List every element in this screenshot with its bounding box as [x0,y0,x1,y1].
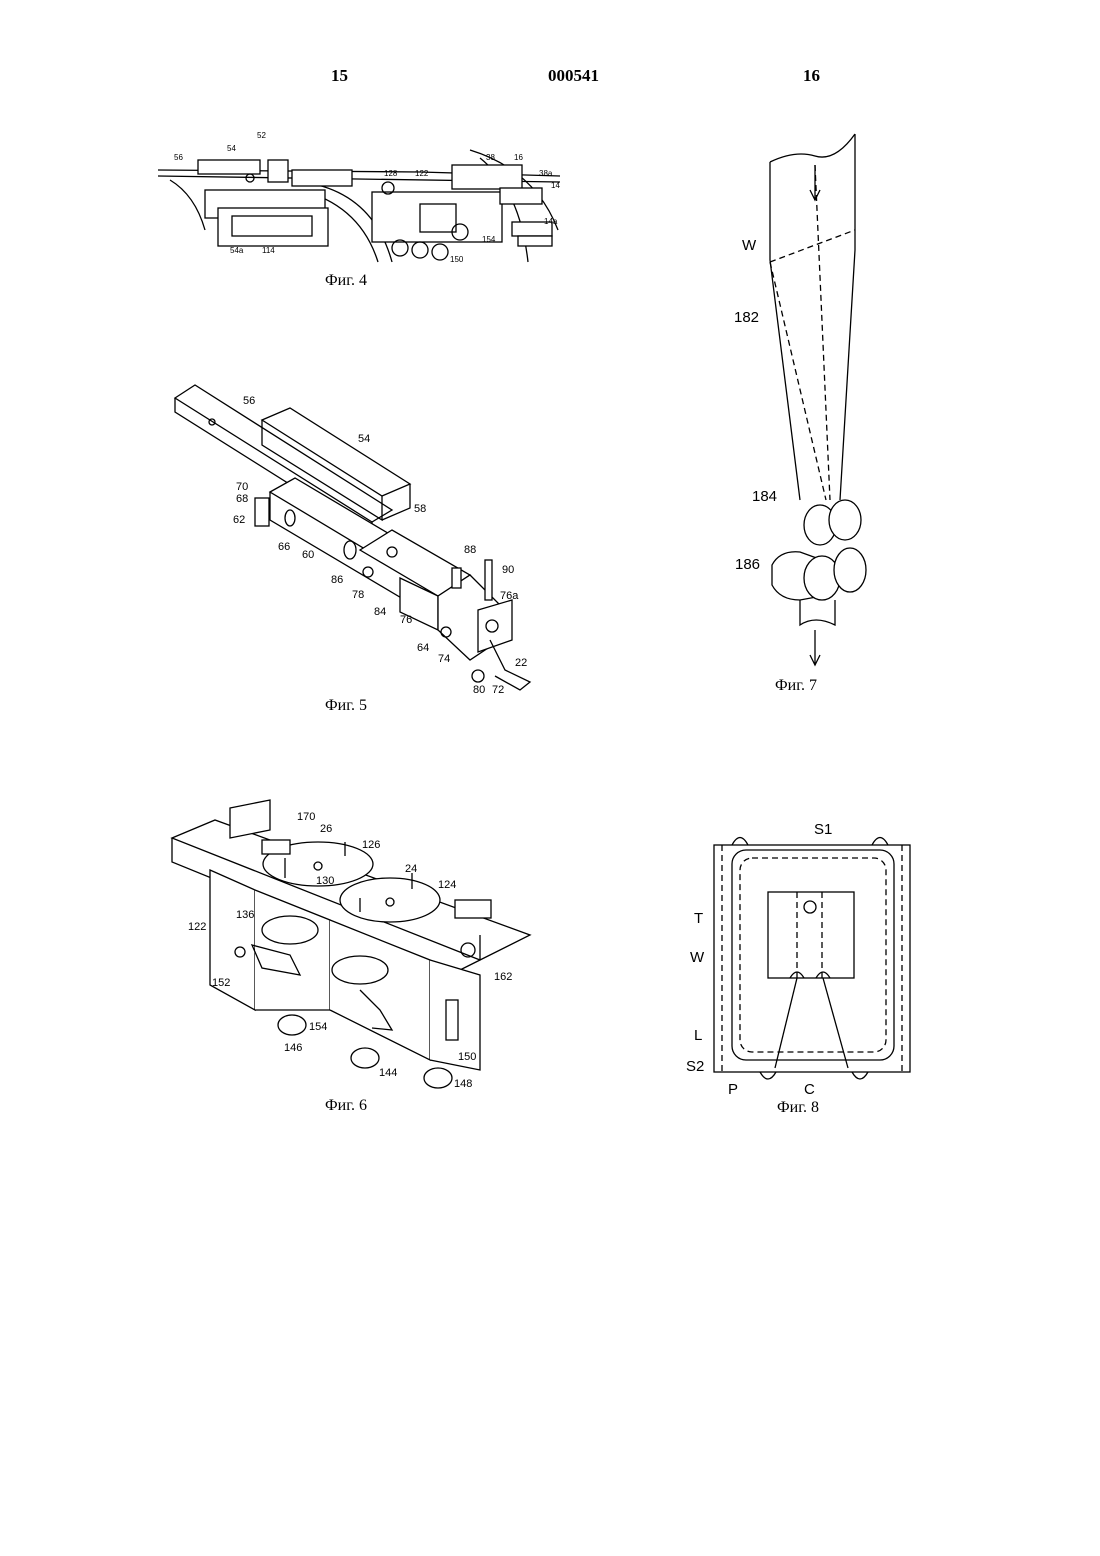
fig8-package-layout [714,838,910,1080]
fig8-label-S2: S2 [686,1058,704,1075]
fig8-label-S1: S1 [814,821,832,838]
fig8-label-T: T [694,910,703,927]
fig8-label-C: C [804,1081,815,1098]
fig8-label-L: L [694,1027,702,1044]
fig8-label-P: P [728,1081,738,1098]
fig8-caption: Фиг. 8 [777,1099,819,1117]
fig8-label-W: W [690,949,705,966]
